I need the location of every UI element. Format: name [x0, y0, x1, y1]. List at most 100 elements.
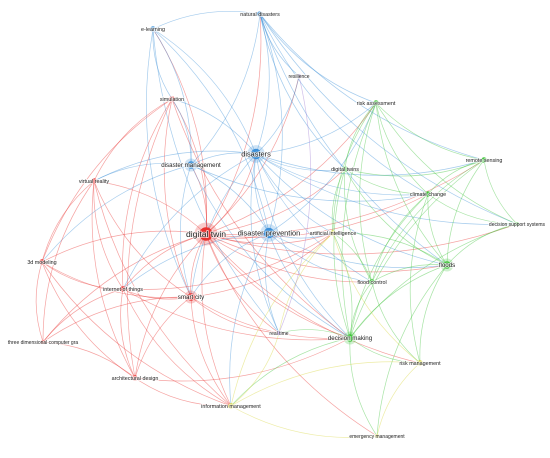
edge-e-learning--simulation — [152, 28, 173, 100]
node-floods[interactable] — [443, 261, 451, 269]
node-smart-city[interactable] — [187, 293, 195, 301]
edge-digital-twin--decision-making — [205, 233, 351, 339]
edge-disasters--virtual-reality — [93, 150, 257, 182]
edge-virtual-reality--three-dimensional-computer-gra — [42, 180, 95, 343]
edge-architectural-design--decision-making — [134, 337, 351, 382]
node-artificial-intelligence[interactable] — [330, 230, 336, 236]
edge-risk-assessment--artificial-intelligence — [332, 102, 377, 234]
node-virtual-reality[interactable] — [91, 178, 97, 184]
edge-disaster-prevention--real-time — [264, 232, 280, 334]
edge-climate-change--decision-making — [349, 193, 429, 339]
edge-digital-twin--floods — [205, 233, 448, 273]
node-emergency-management[interactable] — [375, 434, 379, 438]
edge-risk-assessment--floods — [375, 102, 448, 266]
edge-floods--flood-control — [371, 264, 448, 283]
node-digital-twins[interactable] — [342, 166, 348, 172]
node-label-internet-of-things: internet of things — [103, 287, 143, 293]
edge-climate-change--floods — [427, 193, 448, 266]
edge-digital-twins--decision-making — [333, 168, 351, 339]
edge-3d-modeling--architectural-design — [41, 261, 136, 379]
edge-disasters--disaster-prevention — [254, 153, 270, 234]
node-natural-disasters[interactable] — [257, 11, 263, 17]
node-digital-twin[interactable] — [199, 227, 213, 241]
edge-remote-sensing--decision-making — [349, 159, 485, 339]
edge-3d-modeling--internet-of-things — [41, 261, 124, 290]
edge-simulation--architectural-design — [127, 98, 173, 379]
edge-climate-change--decision-support-systems — [427, 193, 518, 225]
edge-virtual-reality--smart-city — [93, 180, 192, 298]
node-decision-making[interactable] — [346, 334, 354, 342]
edge-disaster-prevention--risk-assessment — [268, 102, 377, 234]
edge-digital-twin--virtual-reality — [93, 180, 207, 235]
edge-remote-sensing--flood-control — [371, 159, 485, 283]
edge-natural-disasters--decision-support-systems — [259, 13, 518, 225]
node-label-simulation: simulation — [160, 97, 184, 103]
node-label-smart-city: smart city — [178, 294, 205, 301]
node-label-digital-twin: digital twin — [186, 229, 226, 239]
edge-disasters--smart-city — [190, 153, 257, 298]
node-label-disaster-prevention: disaster prevention — [238, 229, 300, 238]
edge-digital-twin--simulation — [171, 98, 207, 235]
edge-natural-disasters--remote-sensing — [259, 13, 485, 161]
node-risk-management[interactable] — [417, 360, 423, 366]
edge-risk-assessment--flood-control — [359, 102, 377, 283]
edge-remote-sensing--decision-support-systems — [483, 159, 518, 225]
edge-disaster-management--natural-disasters — [190, 13, 261, 166]
node-internet-of-things[interactable] — [120, 286, 126, 292]
edge-disasters--simulation — [171, 98, 257, 155]
node-e-learning[interactable] — [150, 26, 156, 32]
node-resilience[interactable] — [297, 74, 301, 78]
edge-risk-assessment--climate-change — [375, 102, 429, 195]
node-information-management[interactable] — [228, 403, 234, 409]
edge-disasters--resilience — [255, 75, 300, 155]
edge-virtual-reality--internet-of-things — [93, 180, 124, 290]
edge-digital-twins--flood-control — [344, 168, 373, 283]
edge-smart-city--three-dimensional-computer-gra — [42, 296, 192, 343]
edge-climate-change--risk-management — [409, 193, 429, 364]
edge-3d-modeling--information-management — [41, 261, 232, 407]
node-label-remote-sensing: remote sensing — [466, 158, 503, 164]
edge-disaster-management--decision-making — [190, 164, 351, 339]
node-disaster-management[interactable] — [187, 161, 195, 169]
edge-risk-assessment--decision-making — [341, 102, 377, 339]
node-disaster-prevention[interactable] — [263, 227, 275, 239]
node-architectural-design[interactable] — [132, 375, 138, 381]
edge-digital-twin--climate-change — [205, 193, 429, 238]
node-flood-control[interactable] — [369, 279, 375, 285]
edge-simulation--internet-of-things — [122, 98, 173, 290]
edge-architectural-design--information-management — [134, 377, 232, 407]
edge-disasters--natural-disasters — [255, 13, 270, 155]
node-3d-modeling[interactable] — [39, 259, 45, 265]
edge-smart-city--architectural-design — [134, 296, 192, 379]
node-label-three-dimensional-computer-gra: three dimensional computer gra — [8, 340, 79, 346]
node-label-virtual-reality: virtual reality — [79, 179, 110, 185]
edge-disaster-prevention--e-learning — [152, 28, 270, 234]
edge-digital-twin--3d-modeling — [41, 230, 207, 263]
edge-disaster-prevention--floods — [268, 232, 448, 269]
edge-internet-of-things--decision-making — [122, 288, 351, 341]
edge-virtual-reality--architectural-design — [91, 180, 136, 379]
edge-internet-of-things--artificial-intelligence — [122, 232, 334, 290]
node-risk-assessment[interactable] — [373, 100, 379, 106]
node-three-dimensional-computer-gra[interactable] — [41, 340, 45, 344]
node-simulation[interactable] — [169, 96, 175, 102]
edge-smart-city--real-time — [190, 296, 280, 334]
edge-disaster-management--3d-modeling — [41, 164, 192, 263]
node-label-floods: floods — [439, 262, 456, 269]
node-label-resilience: resilience — [288, 74, 309, 80]
node-disasters[interactable] — [250, 148, 262, 160]
edge-disaster-prevention--natural-disasters — [259, 13, 283, 234]
node-climate-change[interactable] — [425, 191, 431, 197]
edge-artificial-intelligence--real-time — [278, 232, 334, 334]
edge-e-learning--smart-city — [146, 28, 192, 298]
node-remote-sensing[interactable] — [481, 157, 487, 163]
edge-digital-twin--natural-disasters — [205, 13, 262, 235]
edge-decision-support-systems--floods — [446, 223, 518, 266]
edge-disasters--decision-support-systems — [255, 153, 518, 225]
edge-risk-assessment--digital-twins — [344, 102, 377, 170]
node-real-time[interactable] — [277, 331, 281, 335]
node-decision-support-systems[interactable] — [515, 222, 519, 226]
edge-disasters--risk-assessment — [255, 102, 377, 155]
